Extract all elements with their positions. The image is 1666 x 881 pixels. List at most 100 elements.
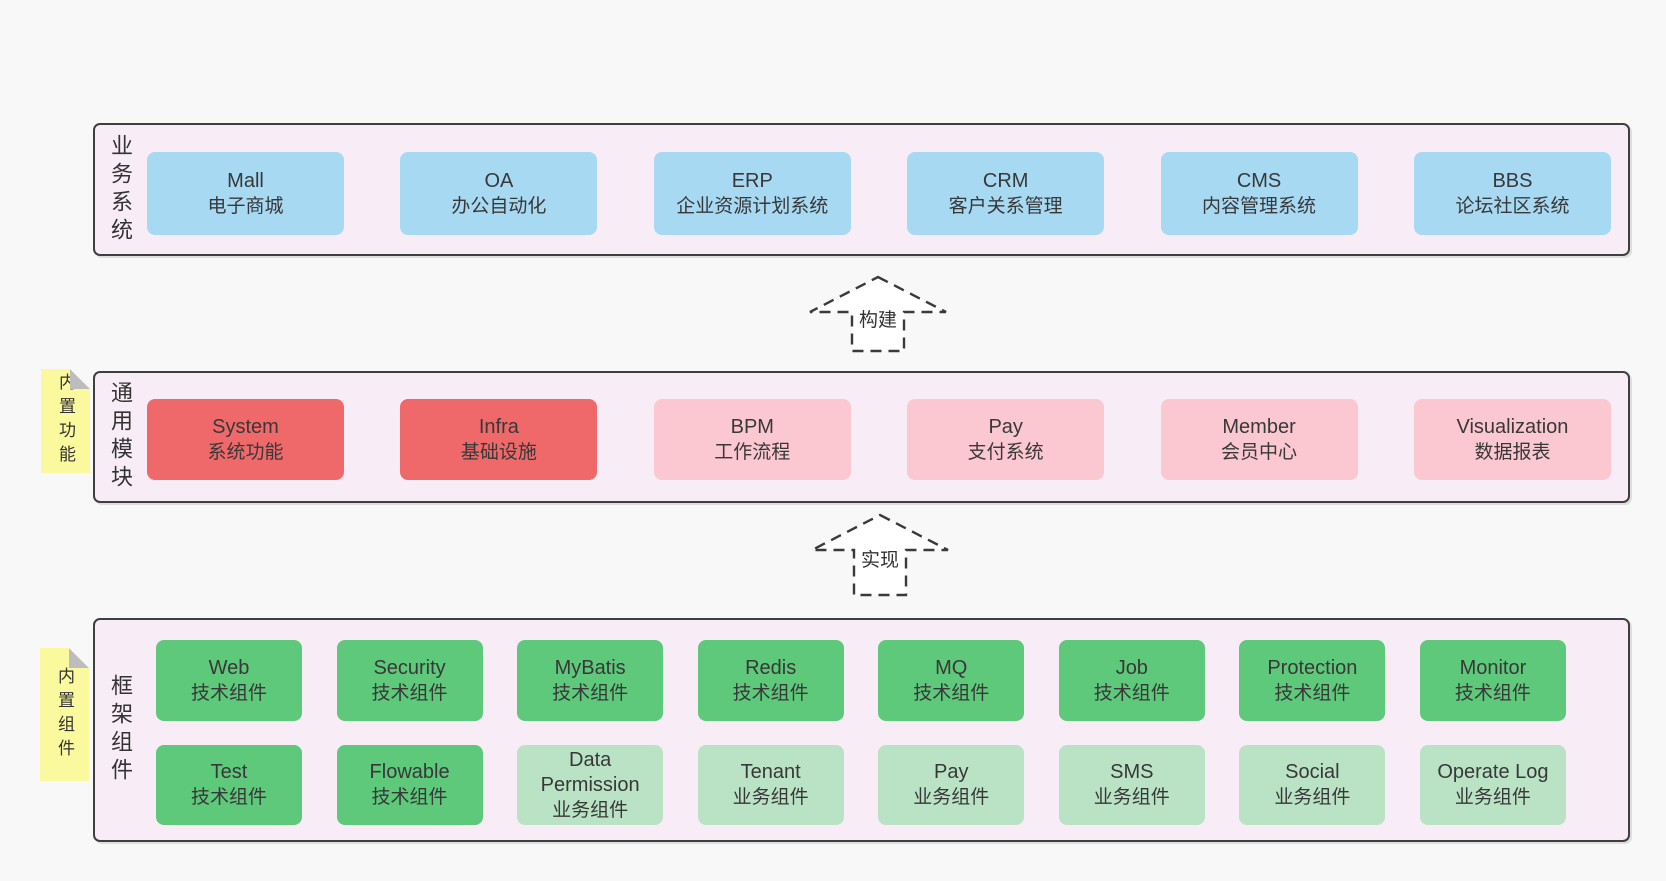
box-title: Data Permission bbox=[540, 748, 640, 796]
box-title: OA bbox=[484, 169, 514, 192]
box-bbs: BBS 论坛社区系统 bbox=[1413, 152, 1611, 235]
build-arrow-icon: 构建 bbox=[808, 274, 948, 354]
box-mybatis: MyBatis 技术组件 bbox=[517, 640, 664, 721]
box-redis: Redis 技术组件 bbox=[697, 640, 844, 721]
box-title: Test bbox=[210, 761, 248, 783]
box-subtitle: 业务组件 bbox=[552, 799, 629, 821]
box-subtitle: 业务组件 bbox=[1274, 787, 1351, 808]
box-bpm: BPM 工作流程 bbox=[653, 399, 851, 480]
box-visualization: Visualization 数据报表 bbox=[1413, 399, 1611, 480]
box-title: Web bbox=[208, 656, 250, 679]
box-title: Social bbox=[1285, 761, 1340, 783]
box-system: System 系统功能 bbox=[147, 399, 344, 480]
box-subtitle: 论坛社区系统 bbox=[1455, 195, 1570, 217]
box-flowable: Flowable 技术组件 bbox=[336, 745, 483, 825]
implement-arrow-label: 实现 bbox=[861, 549, 899, 571]
box-subtitle: 技术组件 bbox=[732, 682, 809, 704]
box-title: Mall bbox=[227, 169, 264, 192]
box-subtitle: 业务组件 bbox=[1093, 787, 1170, 808]
box-subtitle: 业务组件 bbox=[913, 787, 990, 808]
box-title: Pay bbox=[934, 761, 969, 783]
box-subtitle: 技术组件 bbox=[1454, 682, 1531, 704]
box-title: BBS bbox=[1492, 169, 1533, 192]
box-subtitle: 基础设施 bbox=[460, 441, 537, 463]
box-subtitle: 技术组件 bbox=[552, 682, 629, 704]
box-subtitle: 办公自动化 bbox=[451, 195, 547, 217]
folded-corner-icon bbox=[69, 648, 89, 668]
box-subtitle: 支付系统 bbox=[967, 441, 1044, 463]
band-label-text: 框架组件 bbox=[108, 674, 133, 786]
box-subtitle: 技术组件 bbox=[190, 787, 267, 808]
box-title: Operate Log bbox=[1437, 761, 1549, 783]
box-title: ERP bbox=[731, 169, 773, 192]
box-title: Job bbox=[1115, 656, 1148, 679]
box-subtitle: 技术组件 bbox=[1274, 682, 1351, 704]
box-security: Security 技术组件 bbox=[336, 640, 483, 721]
box-mall: Mall 电子商城 bbox=[147, 152, 344, 235]
box-subtitle: 数据报表 bbox=[1474, 441, 1551, 463]
band-framework-components-label: 框架组件 bbox=[103, 620, 137, 840]
box-title: Redis bbox=[745, 656, 797, 679]
box-subtitle: 企业资源计划系统 bbox=[676, 195, 829, 217]
box-title: CMS bbox=[1236, 169, 1282, 192]
box-title: Monitor bbox=[1459, 656, 1527, 679]
box-title: Visualization bbox=[1456, 415, 1569, 438]
box-title: SMS bbox=[1110, 761, 1154, 783]
box-cms: CMS 内容管理系统 bbox=[1160, 152, 1358, 235]
folded-corner-icon bbox=[70, 369, 90, 389]
box-title: Infra bbox=[478, 415, 519, 438]
box-subtitle: 会员中心 bbox=[1221, 441, 1298, 463]
box-title: MQ bbox=[935, 656, 968, 679]
box-title: BPM bbox=[730, 415, 774, 438]
box-title: System bbox=[212, 415, 279, 438]
box-subtitle: 业务组件 bbox=[1454, 787, 1531, 808]
box-job: Job 技术组件 bbox=[1058, 640, 1205, 721]
box-monitor: Monitor 技术组件 bbox=[1419, 640, 1566, 721]
box-test: Test 技术组件 bbox=[156, 745, 302, 825]
box-social: Social 业务组件 bbox=[1239, 745, 1386, 825]
band-label-text: 通用模块 bbox=[108, 381, 133, 493]
box-title: MyBatis bbox=[554, 656, 626, 679]
box-title: Flowable bbox=[369, 761, 450, 783]
box-data-permission: Data Permission 业务组件 bbox=[517, 745, 664, 825]
box-erp: ERP 企业资源计划系统 bbox=[653, 152, 851, 235]
implement-arrow-icon: 实现 bbox=[810, 512, 950, 598]
box-title: Pay bbox=[988, 415, 1023, 438]
note-text: 内置功能 bbox=[56, 373, 75, 469]
sticky-note-built-in-features: 内置功能 bbox=[41, 369, 90, 473]
box-subtitle: 内容管理系统 bbox=[1202, 195, 1317, 217]
box-operate-log: Operate Log 业务组件 bbox=[1419, 745, 1566, 825]
band-business-systems-label: 业务系统 bbox=[103, 125, 137, 254]
box-subtitle: 系统功能 bbox=[207, 441, 284, 463]
box-subtitle: 技术组件 bbox=[913, 682, 990, 704]
box-pay: Pay 支付系统 bbox=[907, 399, 1105, 480]
box-infra: Infra 基础设施 bbox=[400, 399, 598, 480]
box-subtitle: 技术组件 bbox=[371, 682, 448, 704]
note-text: 内置组件 bbox=[55, 666, 74, 763]
band-label-text: 业务系统 bbox=[108, 133, 133, 246]
box-subtitle: 电子商城 bbox=[207, 195, 284, 217]
band-common-modules: 通用模块 System 系统功能 Infra 基础设施 BPM 工作流程 Pay 支付系统 Me… bbox=[93, 371, 1630, 503]
box-web: Web 技术组件 bbox=[156, 640, 302, 721]
box-subtitle: 技术组件 bbox=[190, 682, 267, 704]
box-title: Security bbox=[373, 656, 446, 679]
build-arrow-label: 构建 bbox=[859, 309, 897, 331]
box-subtitle: 技术组件 bbox=[1093, 682, 1170, 704]
box-subtitle: 客户关系管理 bbox=[948, 195, 1063, 217]
box-subtitle: 业务组件 bbox=[732, 787, 809, 808]
box-oa: OA 办公自动化 bbox=[400, 152, 598, 235]
box-subtitle: 技术组件 bbox=[371, 787, 448, 808]
box-sms: SMS 业务组件 bbox=[1058, 745, 1205, 825]
band-common-modules-label: 通用模块 bbox=[103, 373, 137, 501]
box-subtitle: 工作流程 bbox=[714, 441, 791, 463]
